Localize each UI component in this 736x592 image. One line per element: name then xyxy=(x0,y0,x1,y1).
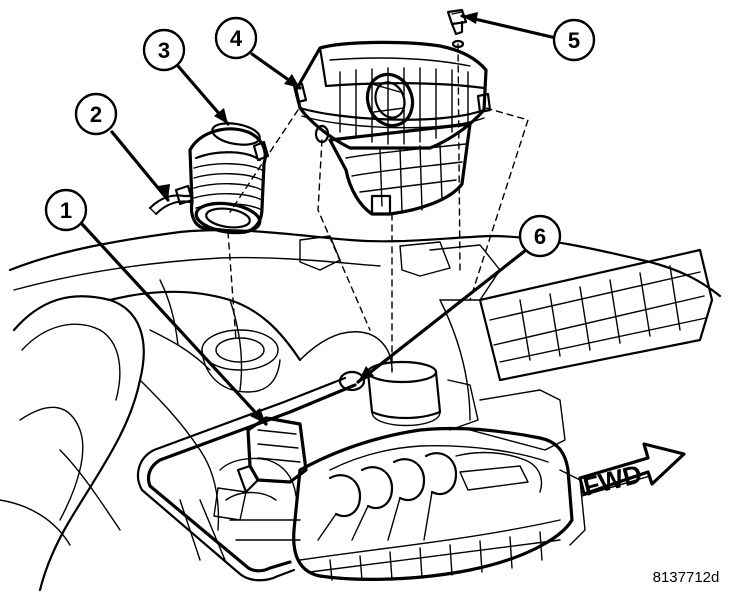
intake-hose xyxy=(188,122,270,235)
callout-circle xyxy=(552,18,596,62)
callout-circle xyxy=(74,92,118,136)
arrowhead-3 xyxy=(214,108,228,124)
assembly-lines xyxy=(227,43,529,373)
callout-circle xyxy=(214,16,258,60)
callout-4: 4 xyxy=(214,16,258,60)
arrowhead-5 xyxy=(462,12,478,24)
callout-circle xyxy=(518,214,562,258)
callout-label: 2 xyxy=(90,102,102,127)
callout-3: 3 xyxy=(142,28,186,72)
callout-1: 1 xyxy=(44,188,88,232)
callout-label: 3 xyxy=(158,38,170,63)
figure-reference: 8137712d xyxy=(653,569,720,586)
callout-circle xyxy=(44,188,88,232)
arrowhead-2 xyxy=(158,184,170,200)
callout-6: 6 xyxy=(518,214,562,258)
callout-circle xyxy=(142,28,186,72)
hose-clamp xyxy=(148,184,194,216)
callout-label: 4 xyxy=(230,26,243,51)
leader-lines xyxy=(80,12,558,426)
engine-compartment-outline xyxy=(0,229,722,592)
leader-line-1 xyxy=(80,222,268,426)
leader-line-2 xyxy=(110,130,170,202)
leader-line-6 xyxy=(356,248,528,384)
air-cleaner-housing xyxy=(292,39,492,216)
arrowhead-1 xyxy=(250,408,266,424)
tube-assembly xyxy=(136,370,366,582)
arrowhead-4 xyxy=(284,74,300,88)
callout-5: 5 xyxy=(552,18,596,62)
leader-line-5 xyxy=(460,14,558,40)
callout-2: 2 xyxy=(74,92,118,136)
fwd-label: FWD xyxy=(580,458,645,501)
arrowhead-6 xyxy=(358,366,374,382)
bolt xyxy=(446,8,468,36)
intake-manifold xyxy=(179,426,586,581)
callout-label: 1 xyxy=(60,198,72,223)
forward-direction-arrow: FWD xyxy=(578,442,686,502)
callout-label: 5 xyxy=(568,28,580,53)
callout-label: 6 xyxy=(534,224,546,249)
